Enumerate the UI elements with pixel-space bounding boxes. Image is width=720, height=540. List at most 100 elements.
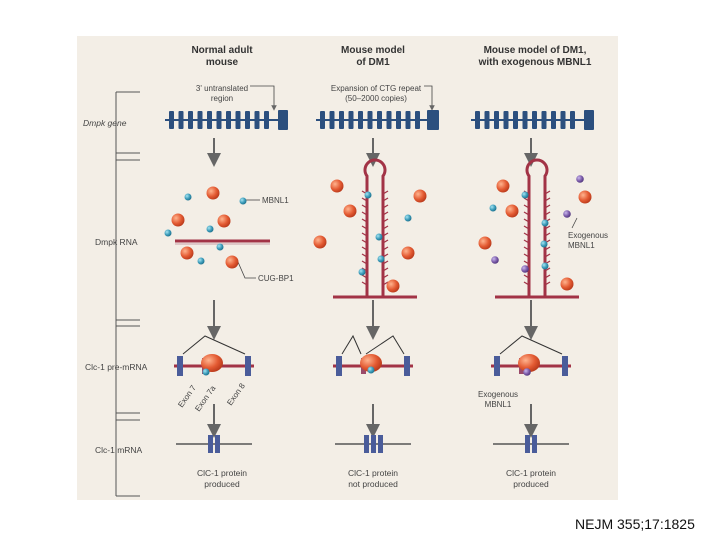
cugbp1-protein [478,236,492,250]
hairpin-tick [544,281,551,286]
hairpin-tick [382,225,389,230]
exogenous-mbnl1-protein [521,265,529,273]
cugbp1-protein [171,213,185,227]
mbnl1-protein [216,243,224,251]
mbnl1-protein [541,262,549,270]
hairpin-tick [544,190,551,195]
cugbp1-protein [401,246,415,260]
cugbp1-bound [201,354,223,372]
cugbp1-protein [225,255,239,269]
exon-8 [404,356,410,376]
gene-exon [329,111,335,129]
exogenous-mbnl1-protein [491,256,499,264]
hairpin-tick [382,281,389,286]
gene-exon [541,111,547,129]
column-heading-1-line1: Normal adult [191,45,253,56]
hairpin-stem [525,158,549,292]
gene-exon [197,111,203,129]
gene-exon [532,111,537,129]
gene-layer [165,110,594,130]
hairpin-tick [382,253,389,258]
gene-exon [484,111,490,129]
column-heading-1-line2: mouse [206,57,239,68]
column-heading-2-line1: Mouse model [341,45,405,56]
mbnl1-protein [489,204,497,212]
cugbp1-protein [330,179,344,193]
mbnl1-protein [375,233,383,241]
hairpin-tick [523,197,530,202]
hairpin-tick [544,232,551,237]
row-label-premrna: Clc-1 pre-mRNA [85,362,148,372]
gene-exon [188,111,193,129]
hairpin-tick [361,197,368,202]
gene-exon [522,111,528,129]
hairpin-tick [382,239,389,244]
hairpin-tick [523,218,530,223]
gene-exon [235,111,241,129]
ctg-pointer [424,85,435,111]
cugbp1-protein [313,235,327,249]
cugbp1-protein [413,189,427,203]
hairpin-tick [361,225,368,230]
cugbp1-label: CUG-BP1 [258,274,294,283]
row-label-mrna: Clc-1 mRNA [95,445,143,455]
hairpin-tick [544,274,551,279]
hairpin-tick [382,274,389,279]
exogenous-mbnl1-bound [523,368,531,376]
cugbp1-protein [560,277,574,291]
figure-panel [77,36,618,500]
hairpin-tick [382,211,389,216]
gene-exon [169,111,174,129]
gene-exon [178,111,184,129]
hairpin-tick [361,267,368,272]
gene-exon [226,111,231,129]
column-heading-3-line1: Mouse model of DM1, [484,45,587,56]
caption-2-line1: ClC-1 protein [348,468,398,478]
mbnl1-protein [404,214,412,222]
hairpin-tick [382,246,389,251]
row-bracket [115,91,140,497]
hairpin-tick [523,239,530,244]
gene-exon [494,111,499,129]
gene-exon [254,111,260,129]
hairpin-tick [523,260,530,265]
hairpin-tick [523,274,530,279]
splice-arc [499,335,563,355]
hairpin-tick [523,211,530,216]
hairpin-tick [523,281,530,286]
gene-exon [216,111,222,129]
mrna-exon [364,435,369,453]
exogenous-mbnl1-pointer [571,217,578,229]
cugbp1-protein [386,279,400,293]
cugbp1-protein [206,186,220,200]
mbnl1-protein [358,268,366,276]
caption-3-line1: ClC-1 protein [506,468,556,478]
hairpin-tick [361,218,368,223]
mrna-exon [532,435,537,453]
hairpin-tick [544,225,551,230]
gene-utr-block [584,110,594,130]
hairpin-tick [544,211,551,216]
mbnl1-protein [377,255,385,263]
exogenous-mbnl1-protein [576,175,584,183]
mbnl1-protein [206,225,214,233]
exon-7 [494,356,500,376]
mrna-exon [215,435,220,453]
hairpin-tick [523,225,530,230]
mrna-exon [378,435,383,453]
caption-3-line2: produced [513,479,549,489]
gene-exon [207,111,212,129]
hairpin-tick [382,218,389,223]
hairpin-tick [544,197,551,202]
mbnl1-label: MBNL1 [262,196,289,205]
mbnl1-bound [202,368,210,376]
gene-exon [367,111,373,129]
gene-exon [386,111,392,129]
premrna-layer [174,334,571,376]
hairpin-tick [361,260,368,265]
hairpin-tick [382,267,389,272]
hairpin-tick [523,204,530,209]
gene-exon [405,111,411,129]
caption-1-line2: produced [204,479,240,489]
hairpin-tick [382,190,389,195]
